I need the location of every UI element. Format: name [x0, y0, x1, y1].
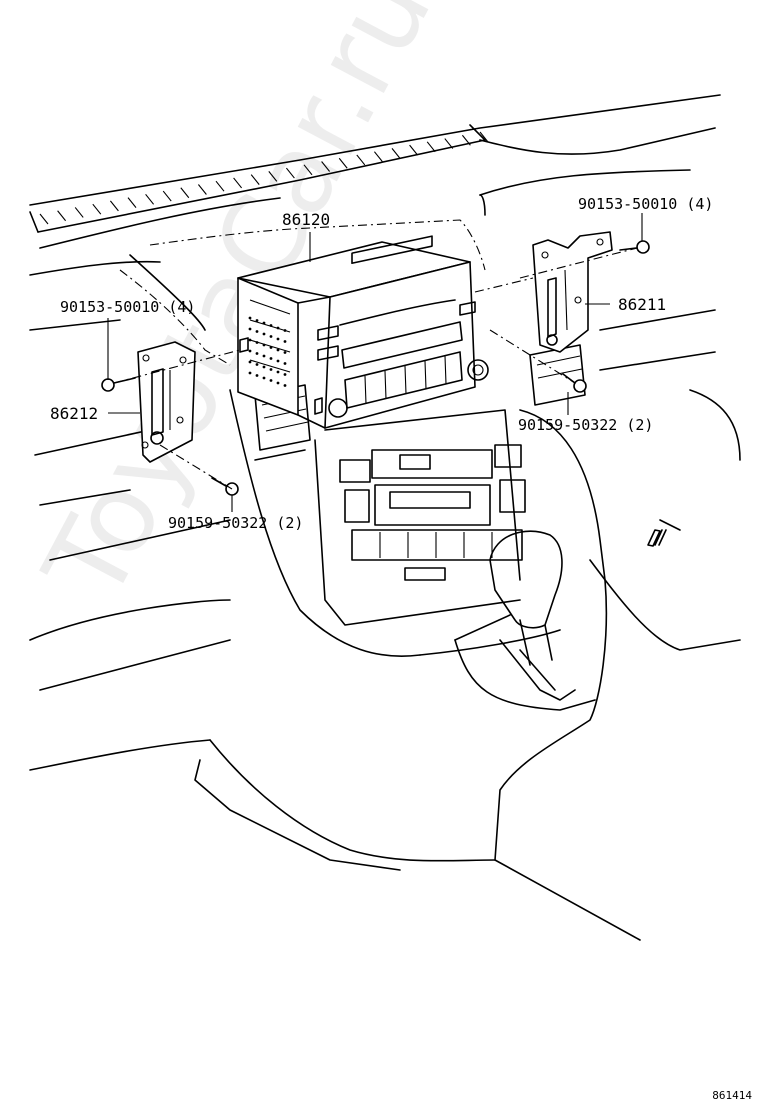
label-radio-assembly: 86120	[282, 210, 331, 229]
grille-slat	[109, 200, 119, 212]
vent-hole	[283, 329, 287, 332]
vent-hole	[283, 373, 287, 376]
vent-hole	[248, 327, 252, 331]
grille-slat	[444, 138, 454, 149]
vent-hole	[262, 332, 266, 336]
grille-slat	[127, 197, 137, 208]
vent-hole	[269, 335, 273, 338]
vent-hole	[283, 384, 287, 387]
fastener-screw-left	[211, 477, 239, 496]
vent-hole	[283, 362, 287, 365]
vent-hole	[248, 338, 252, 342]
fastener-screw-right	[562, 373, 587, 393]
vent-hole	[255, 341, 259, 344]
grille-slat	[162, 190, 172, 202]
left-bracket	[137, 341, 196, 463]
dashboard-top-outline	[29, 94, 721, 233]
side-vent-slot	[647, 529, 667, 547]
grille-slat	[426, 141, 436, 153]
grille-slat	[461, 134, 471, 146]
grille-slat	[215, 180, 225, 192]
vent-hole	[255, 374, 259, 377]
vent-hole	[276, 337, 280, 341]
vent-hole	[262, 365, 266, 369]
chassis-vent-holes	[248, 316, 287, 387]
dashboard-contours	[29, 127, 741, 771]
vent-hole	[248, 371, 252, 375]
document-number: 861414	[712, 1089, 752, 1102]
grille-slat	[180, 187, 190, 199]
vent-hole	[269, 346, 273, 349]
vent-hole	[276, 326, 280, 330]
vent-hole	[248, 349, 252, 353]
vent-hole	[255, 363, 259, 366]
grille-slat	[479, 131, 489, 143]
center-console	[194, 389, 641, 941]
grille-slat	[233, 177, 243, 189]
vent-hole	[276, 370, 280, 374]
vent-hole	[269, 379, 273, 382]
vent-hole	[255, 319, 259, 322]
vent-hole	[248, 316, 252, 320]
label-bolt-upper-left: 90153-50010 (4)	[60, 298, 196, 316]
vent-hole	[262, 354, 266, 358]
vent-hole	[262, 376, 266, 380]
grille-slat	[92, 203, 102, 215]
label-screw-left: 90159-50322 (2)	[168, 514, 304, 532]
label-bracket-right: 86211	[618, 295, 667, 314]
fastener-bolt-left	[101, 377, 136, 392]
defroster-grille	[39, 131, 489, 225]
console-controls	[254, 344, 586, 581]
grille-slat	[373, 151, 383, 163]
vent-hole	[248, 360, 252, 364]
grille-slat	[338, 157, 348, 169]
grille-slat	[74, 207, 84, 218]
vent-hole	[269, 324, 273, 327]
grille-slat	[57, 210, 67, 222]
vent-hole	[262, 343, 266, 347]
vent-hole	[276, 359, 280, 363]
label-bracket-left: 86212	[50, 404, 99, 423]
grille-slat	[391, 148, 401, 159]
vent-hole	[255, 352, 259, 355]
vent-hole	[269, 357, 273, 360]
grille-slat	[321, 161, 331, 172]
grille-slat	[39, 213, 49, 225]
vent-hole	[269, 368, 273, 371]
grille-slat	[197, 184, 207, 195]
grille-slat	[409, 144, 419, 156]
label-screw-right: 90159-50322 (2)	[518, 416, 654, 434]
grille-slat	[356, 154, 366, 166]
radio-assembly	[237, 235, 489, 429]
fastener-bolt-right	[619, 240, 650, 254]
vent-hole	[283, 351, 287, 354]
leader-lines	[107, 213, 643, 512]
vent-hole	[262, 321, 266, 325]
grille-slat	[145, 193, 155, 205]
vent-hole	[283, 340, 287, 343]
grille-slat	[250, 174, 260, 185]
grille-slat	[285, 167, 295, 179]
vent-hole	[255, 330, 259, 333]
gear-shifter	[489, 530, 576, 701]
vent-hole	[276, 348, 280, 352]
grille-slat	[303, 164, 313, 176]
dashboard-opening	[119, 219, 486, 366]
right-bracket	[532, 231, 613, 353]
label-bolt-upper-right: 90153-50010 (4)	[578, 195, 714, 213]
vent-hole	[276, 381, 280, 385]
grille-slat	[268, 171, 278, 182]
assembly-lines	[113, 247, 638, 490]
